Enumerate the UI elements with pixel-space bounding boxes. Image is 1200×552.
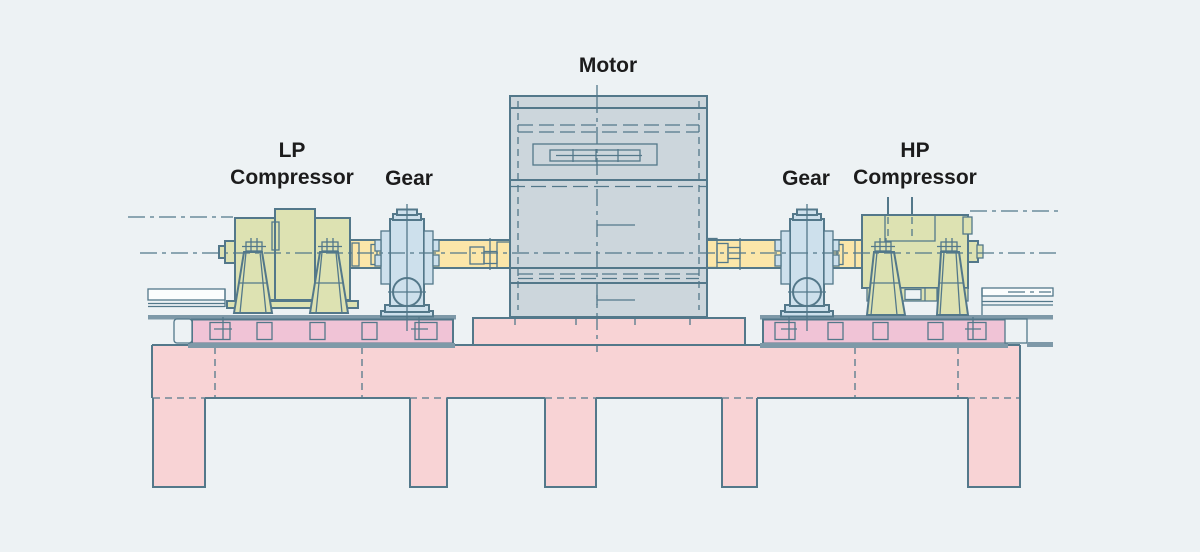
foundation-column: [722, 398, 757, 487]
label-gear-right: Gear: [782, 167, 830, 190]
coupling-flange: [351, 242, 360, 267]
motor-body: [509, 95, 708, 318]
baseplate-notch: [173, 318, 193, 344]
anchor-bolt-cross: [214, 317, 428, 339]
right-baseplate: [760, 317, 1053, 348]
anchor-hole: [309, 321, 326, 341]
foundation-column: [153, 398, 205, 487]
foundation-column: [410, 398, 447, 487]
motor-drawing: [509, 85, 708, 352]
left-baseplate-rail: [148, 315, 456, 320]
anchor-hole: [361, 321, 378, 341]
left-baseplate: [173, 317, 455, 348]
anchor-hole: [209, 321, 231, 341]
label-hp-compressor: HP Compressor: [853, 139, 977, 189]
foundation-slab: [152, 345, 1020, 398]
motor-plinth-block: [472, 317, 746, 346]
foundation-column: [968, 398, 1020, 487]
anchor-hole: [827, 321, 844, 341]
lp-compressor-drawing: [218, 208, 359, 314]
nozzle-flange: [962, 216, 973, 235]
centerlines: [128, 210, 1058, 254]
anchor-hole: [774, 321, 796, 341]
anchor-hole: [927, 321, 944, 341]
left-piping: [147, 288, 226, 308]
baseplate-notch: [1004, 318, 1028, 344]
gear-right-drawing: [774, 203, 840, 332]
top-pipes: [887, 197, 913, 216]
pipe-box: [147, 288, 226, 301]
right-baseplate-rail: [760, 315, 1053, 320]
anchor-hole: [256, 321, 273, 341]
foot-plate: [226, 300, 359, 309]
anchor-bolt-cross: [781, 317, 981, 339]
gear-left-drawing: [374, 203, 440, 332]
label-gear-left: Gear: [385, 167, 433, 190]
right-ledge: [1027, 342, 1053, 347]
anchor-hole: [967, 321, 987, 341]
lp-compressor-top-casing: [274, 208, 316, 301]
label-lp-compressor: LP Compressor: [230, 139, 354, 189]
foundation-column: [545, 398, 596, 487]
right-piping: [981, 287, 1054, 315]
hp-compressor-drawing: [861, 197, 984, 316]
anchor-hole: [872, 321, 889, 341]
motor-nameplate: [532, 143, 658, 166]
anchor-hole: [414, 321, 438, 341]
shaft-end-flange: [976, 244, 984, 259]
foundation: [151, 344, 1021, 488]
label-motor: Motor: [578, 54, 638, 77]
